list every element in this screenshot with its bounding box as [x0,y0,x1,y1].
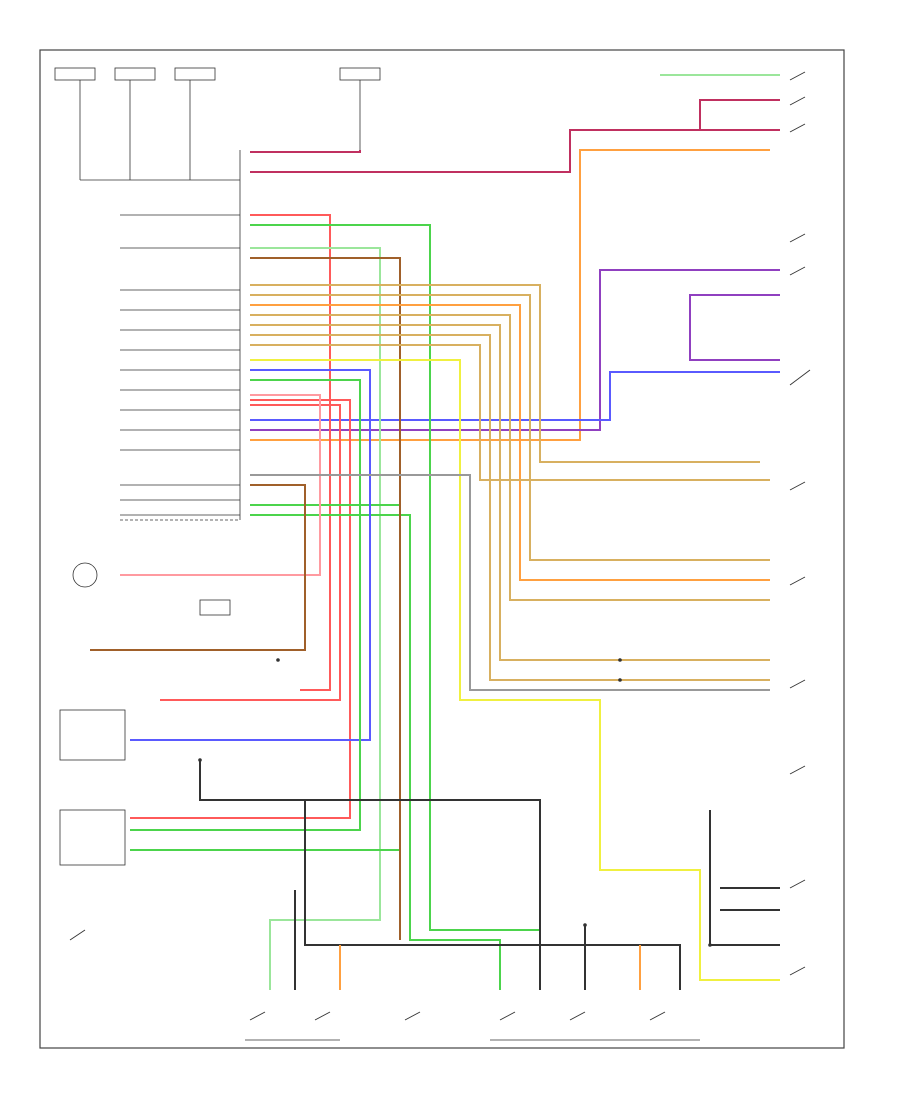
splice-points [198,658,712,947]
fuse-block [54,67,381,181]
diagram-frame [39,49,845,1049]
wire-harness [90,74,780,990]
component-boxes [59,562,231,866]
main-connector [120,150,241,521]
switch-symbols [69,71,811,1041]
